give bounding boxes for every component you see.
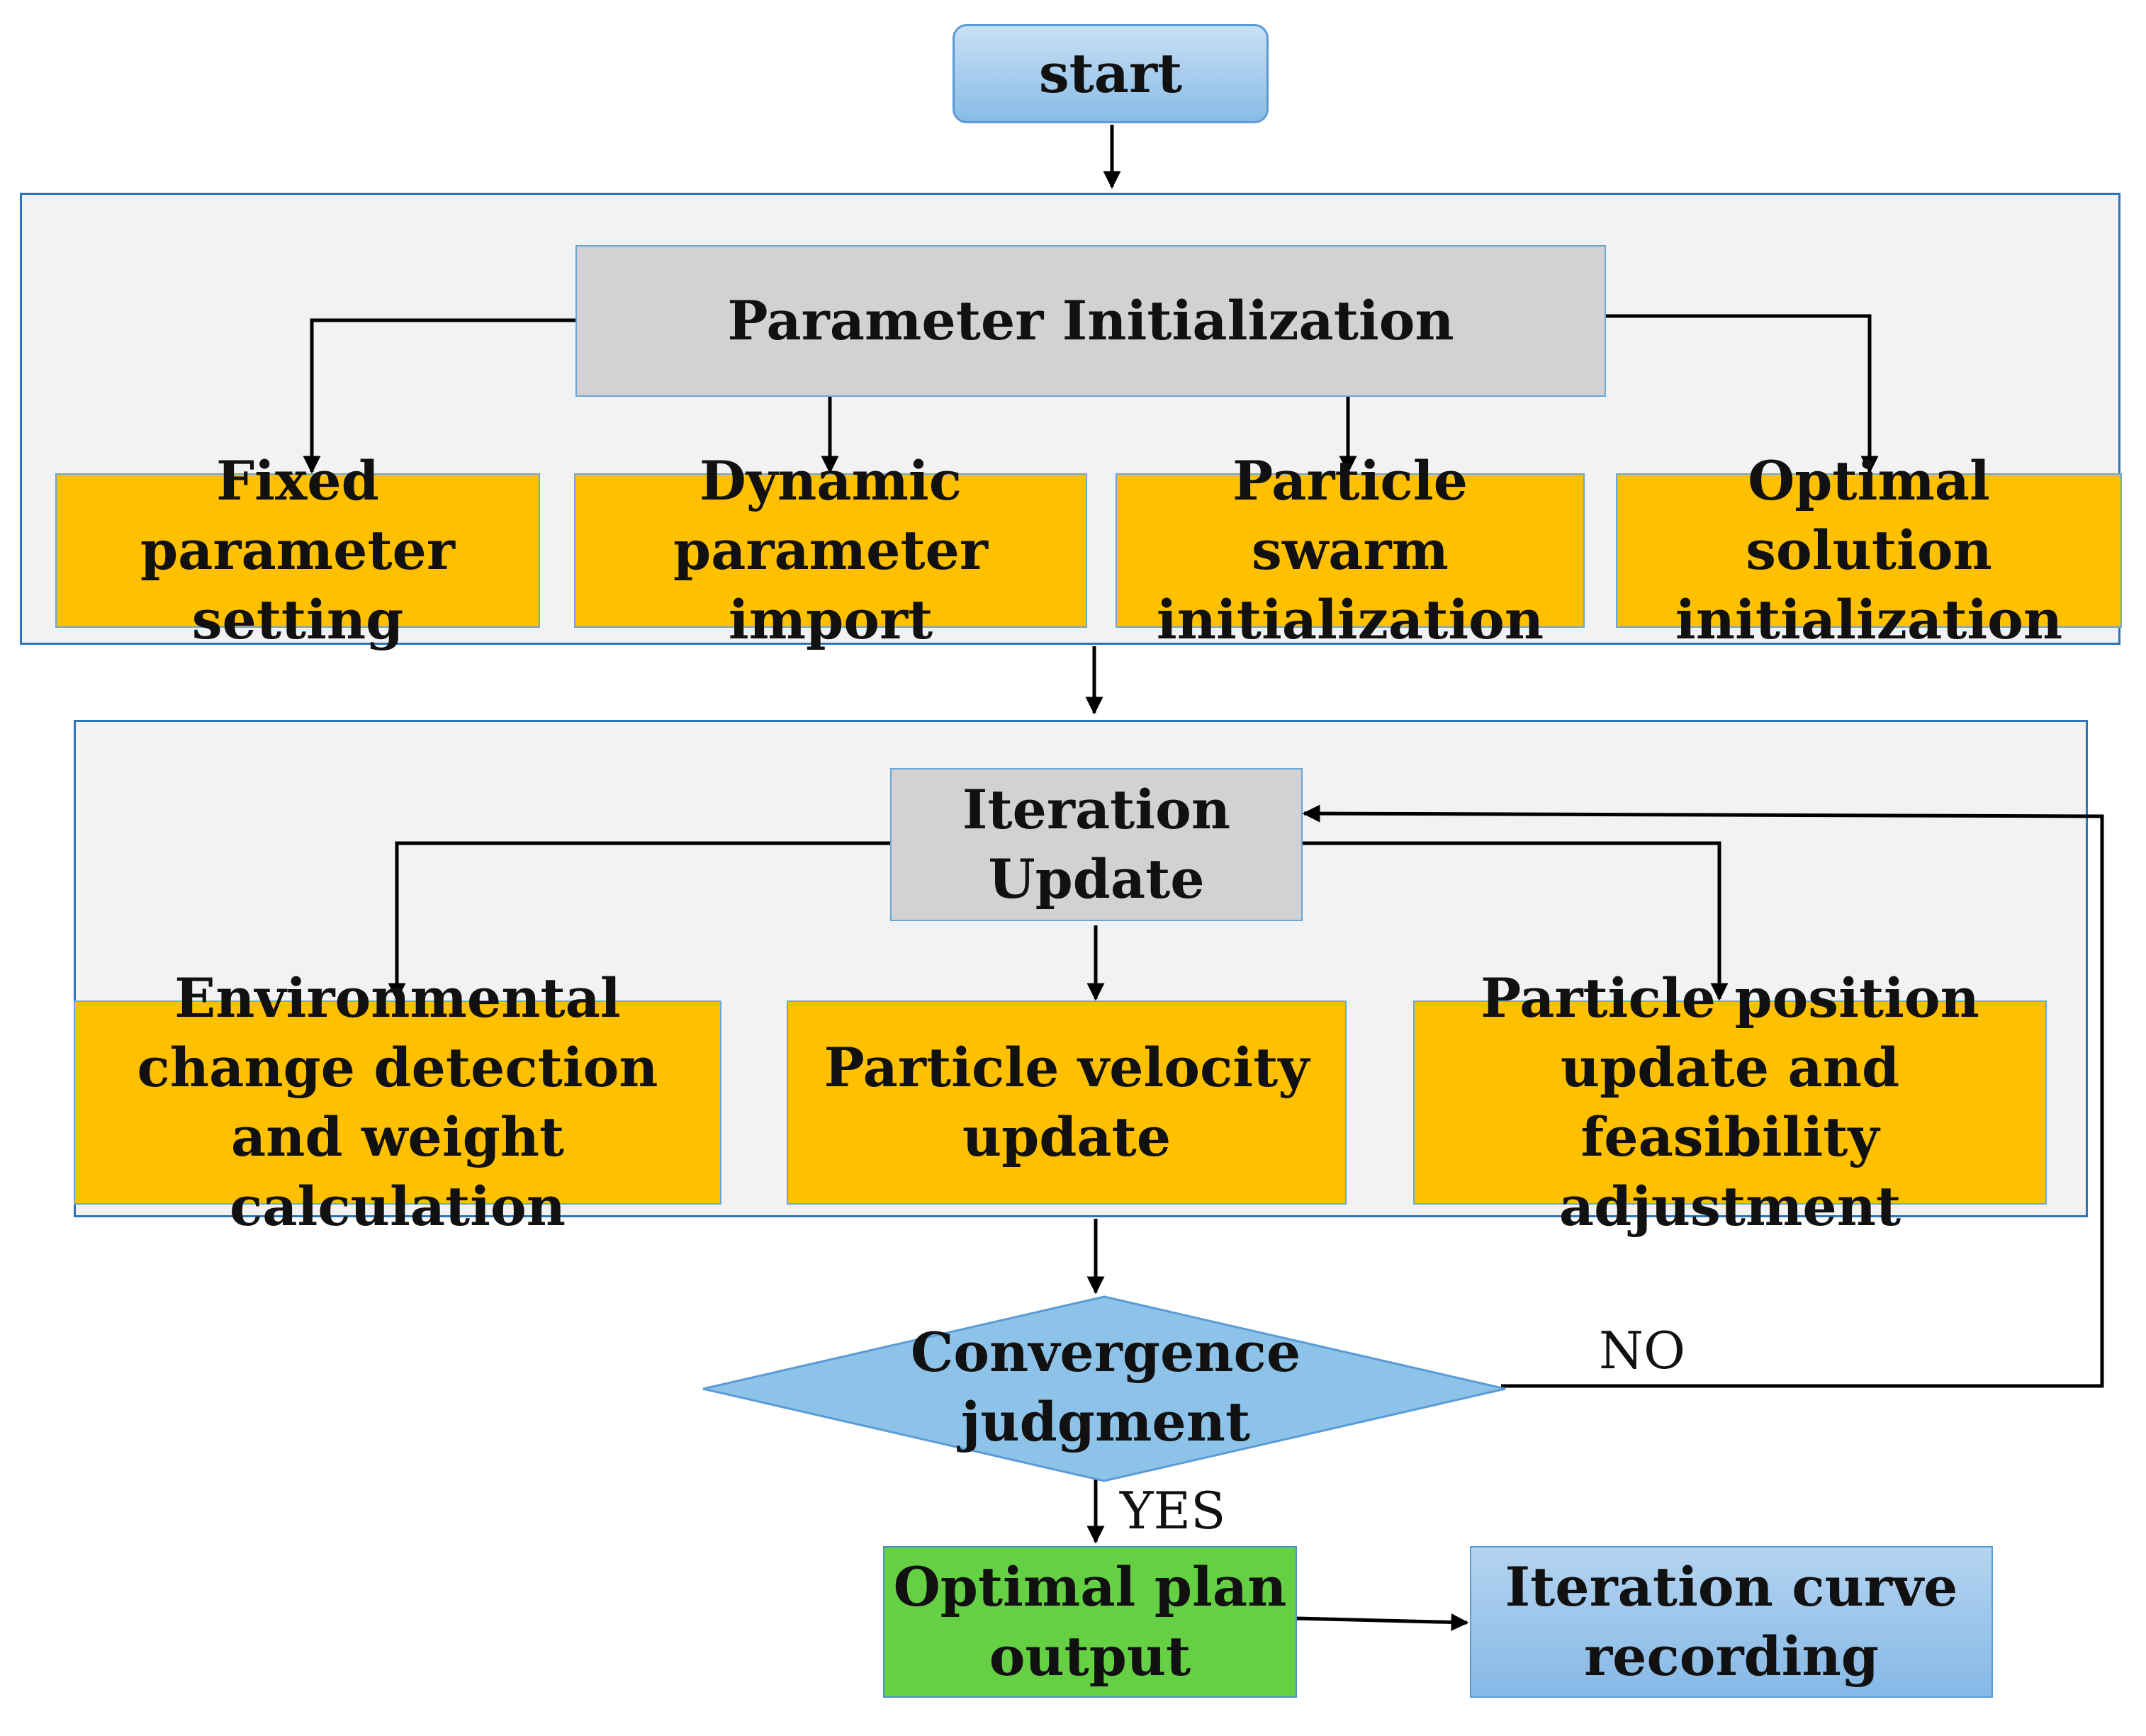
optimal-plan-output-node: Optimal plan output	[883, 1546, 1297, 1698]
dynamic-parameter-import-label: Dynamic parameter import	[673, 449, 988, 651]
convergence-judgment-label-box: Convergence judgment	[893, 1317, 1318, 1458]
arrow-decision-no-loop	[1302, 804, 2104, 1388]
optimal-solution-initialization-label: Optimal solution initialization	[1675, 449, 2063, 651]
particle-velocity-update-node: Particle velocity update	[787, 1001, 1347, 1205]
parameter-initialization-node: Parameter Initialization	[575, 245, 1606, 397]
arrow-init-to-fixed	[303, 318, 575, 474]
no-branch-label: NO	[1599, 1321, 1686, 1380]
fixed-parameter-setting-label: Fixed parameter setting	[140, 449, 455, 651]
iteration-curve-recording-node: Iteration curve recording	[1470, 1546, 1993, 1698]
iteration-curve-recording-label: Iteration curve recording	[1505, 1555, 1958, 1688]
arrow-iter-to-position	[1301, 841, 1729, 1001]
arrow-iter-to-env	[388, 841, 890, 1001]
particle-position-update-node: Particle position update and feasibility…	[1413, 966, 2047, 1238]
particle-swarm-initialization-node: Particle swarm initialization	[1116, 449, 1585, 651]
particle-velocity-update-label: Particle velocity update	[824, 1036, 1310, 1168]
particle-swarm-initialization-label: Particle swarm initialization	[1156, 449, 1544, 651]
fixed-parameter-setting-node: Fixed parameter setting	[55, 449, 540, 651]
arrow-output-to-record	[1296, 1613, 1469, 1631]
environmental-change-label: Environmental change detection and weigh…	[137, 966, 658, 1238]
iteration-update-label: Iteration Update	[962, 778, 1231, 911]
dynamic-parameter-import-node: Dynamic parameter import	[574, 449, 1087, 651]
iteration-update-node: Iteration Update	[890, 768, 1303, 921]
optimal-solution-initialization-node: Optimal solution initialization	[1616, 449, 2122, 651]
convergence-judgment-label: Convergence judgment	[910, 1321, 1301, 1453]
parameter-initialization-label: Parameter Initialization	[727, 289, 1454, 352]
convergence-judgment-diamond	[702, 1295, 1506, 1482]
start-label: start	[1038, 42, 1183, 105]
yes-branch-label: YES	[1120, 1481, 1226, 1540]
particle-position-update-label: Particle position update and feasibility…	[1481, 966, 1979, 1238]
environmental-change-node: Environmental change detection and weigh…	[74, 966, 721, 1238]
arrow-init-to-optimal	[1606, 314, 1879, 474]
optimal-plan-output-label: Optimal plan output	[893, 1555, 1287, 1688]
start-node: start	[953, 24, 1269, 123]
